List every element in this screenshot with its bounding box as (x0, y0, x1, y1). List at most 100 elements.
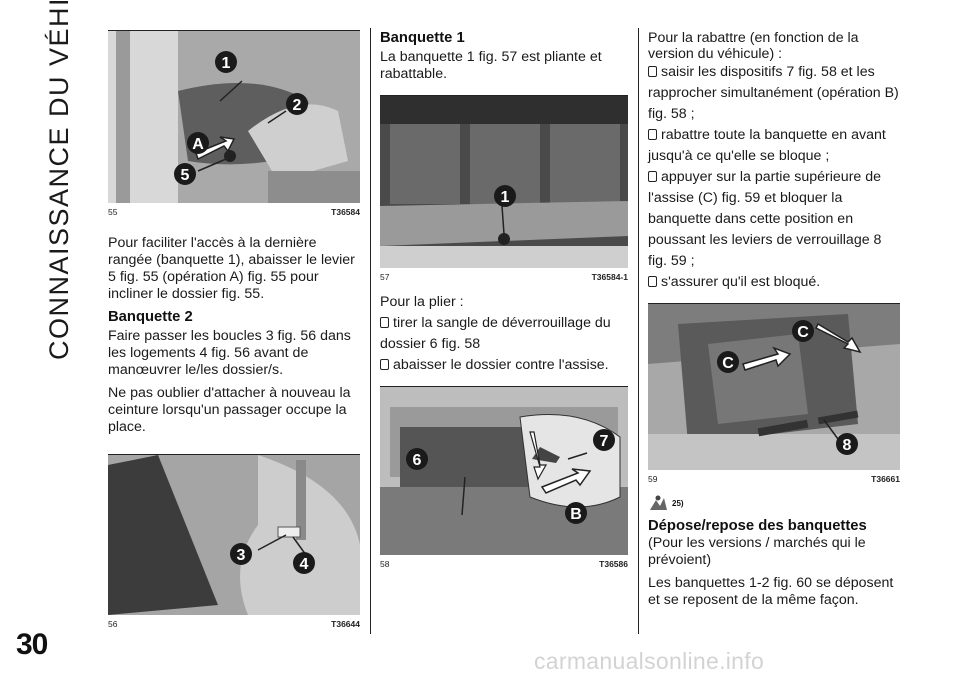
figure-code: T36644 (331, 619, 360, 629)
figure-code: T36586 (599, 559, 628, 569)
callout-text: 2 (293, 97, 302, 114)
list-item-text: tirer la sangle de déverrouillage du (393, 315, 611, 331)
heading-banquette-1: Banquette 1 (380, 30, 465, 46)
list-item-continuation: banquette dans cette position en (648, 211, 854, 227)
callout-text: C (722, 355, 734, 372)
figure-58-caption: 58 T36586 (380, 555, 628, 569)
figure-number: 57 (380, 272, 390, 282)
column-divider (638, 28, 639, 634)
figure-56-caption: 56 T36644 (108, 615, 360, 629)
callout-8: 8 (836, 433, 858, 455)
callout-3: 3 (230, 543, 252, 565)
paragraph: (Pour les versions / marchés qui le prév… (648, 535, 866, 568)
warning-reference: 25) (648, 494, 900, 512)
callout-c: C (717, 351, 739, 373)
callout-2: 2 (286, 93, 308, 115)
figure-number: 56 (108, 619, 118, 629)
callout-text: 4 (300, 556, 309, 573)
list-item-continuation: fig. 58 ; (648, 106, 695, 122)
bullet-box-icon (380, 317, 389, 328)
callout-text: 6 (413, 452, 422, 469)
column-1: 1 2 A 5 55 T36584 Pour faciliter l'accès… (108, 30, 360, 629)
list-item: abaisser le dossier contre l'assise. (380, 355, 628, 376)
warning-icon (650, 495, 667, 510)
callout-5: 5 (174, 163, 196, 185)
heading-banquette-2: Banquette 2 (108, 309, 193, 325)
paragraph: Faire passer les boucles 3 fig. 56 dans … (108, 328, 351, 378)
watermark-footer: carmanualsonline.info (534, 648, 765, 674)
callout-6: 6 (406, 448, 428, 470)
figure-55: 1 2 A 5 (108, 30, 360, 203)
callout-text: 7 (600, 433, 609, 450)
figure-code: T36584 (331, 207, 360, 217)
list-intro: Pour la plier : (380, 294, 464, 310)
bullet-box-icon (648, 129, 657, 140)
list-item-text: saisir les dispositifs 7 fig. 58 et les (661, 64, 875, 80)
list-item: tirer la sangle de déverrouillage du (380, 313, 628, 334)
callout-7: 7 (593, 429, 615, 451)
page-number: 30 (16, 628, 48, 661)
list-intro: version du véhicule) : (648, 46, 783, 62)
bullet-box-icon (648, 276, 657, 287)
figure-number: 58 (380, 559, 390, 569)
list-item: appuyer sur la partie supérieure de (648, 167, 900, 188)
list-item-text: abaisser le dossier contre l'assise. (393, 357, 609, 373)
bullet-box-icon (380, 359, 389, 370)
column-divider (370, 28, 371, 634)
list-item-continuation: l'assise (C) fig. 59 et bloquer la (648, 190, 843, 206)
callout-text: 1 (501, 189, 510, 206)
callout-b: B (565, 502, 587, 524)
figure-58: 6 7 B (380, 386, 628, 555)
figure-code: T36584-1 (591, 272, 628, 282)
paragraph: Pour faciliter l'accès à la dernière ran… (108, 235, 355, 302)
figure-57: 1 (380, 95, 628, 268)
callout-text: B (570, 506, 582, 523)
figure-59-caption: 59 T36661 (648, 470, 900, 484)
column-2: Banquette 1 La banquette 1 fig. 57 est p… (380, 30, 628, 569)
list-item-text: rabattre toute la banquette en avant (661, 127, 886, 143)
figure-55-caption: 55 T36584 (108, 203, 360, 217)
warning-ref-text: 25) (672, 498, 684, 508)
list-item-continuation: dossier 6 fig. 58 (380, 336, 481, 352)
callout-text: 3 (237, 547, 246, 564)
list-item-continuation: jusqu'à ce qu'elle se bloque ; (648, 148, 830, 164)
paragraph: Les banquettes 1-2 fig. 60 se déposent e… (648, 575, 894, 608)
figure-59-illustration: C C 8 (648, 304, 900, 470)
figure-56-illustration: 3 4 (108, 455, 360, 615)
list-item: s'assurer qu'il est bloqué. (648, 272, 900, 293)
list-item-text: appuyer sur la partie supérieure de (661, 169, 882, 185)
figure-number: 55 (108, 207, 118, 217)
list-intro: Pour la rabattre (en fonction de la (648, 30, 859, 46)
paragraph: Ne pas oublier d'attacher à nouveau la c… (108, 385, 351, 435)
figure-55-illustration: 1 2 A 5 (108, 31, 360, 203)
bullet-box-icon (648, 171, 657, 182)
list-item: rabattre toute la banquette en avant (648, 125, 900, 146)
list-item: saisir les dispositifs 7 fig. 58 et les (648, 62, 900, 83)
callout-text: 1 (222, 55, 231, 72)
callout-text: A (192, 136, 204, 153)
figure-code: T36661 (871, 474, 900, 484)
figure-56: 3 4 (108, 454, 360, 615)
bullet-box-icon (648, 66, 657, 77)
callout-a: A (187, 132, 209, 154)
callout-c: C (792, 320, 814, 342)
figure-59: C C 8 (648, 303, 900, 470)
list-item-text: s'assurer qu'il est bloqué. (661, 274, 821, 290)
figure-number: 59 (648, 474, 658, 484)
heading-depose-repose: Dépose/repose des banquettes (648, 518, 867, 534)
figure-57-illustration: 1 (380, 96, 628, 268)
figure-57-caption: 57 T36584-1 (380, 268, 628, 282)
list-item-continuation: fig. 59 ; (648, 253, 695, 269)
callout-1: 1 (494, 185, 516, 207)
callout-text: 8 (843, 437, 852, 454)
callout-text: 5 (181, 167, 190, 184)
callout-text: C (797, 324, 809, 341)
column-3: Pour la rabattre (en fonction de la vers… (648, 30, 900, 615)
section-side-title: CONNAISSANCE DU VÉHICULE (44, 0, 74, 360)
callout-1: 1 (215, 51, 237, 73)
list-item-continuation: rapprocher simultanément (opération B) (648, 85, 899, 101)
figure-58-illustration: 6 7 B (380, 387, 628, 555)
paragraph: La banquette 1 fig. 57 est pliante et ra… (380, 49, 602, 82)
list-item-continuation: poussant les leviers de verrouillage 8 (648, 232, 882, 248)
callout-4: 4 (293, 552, 315, 574)
